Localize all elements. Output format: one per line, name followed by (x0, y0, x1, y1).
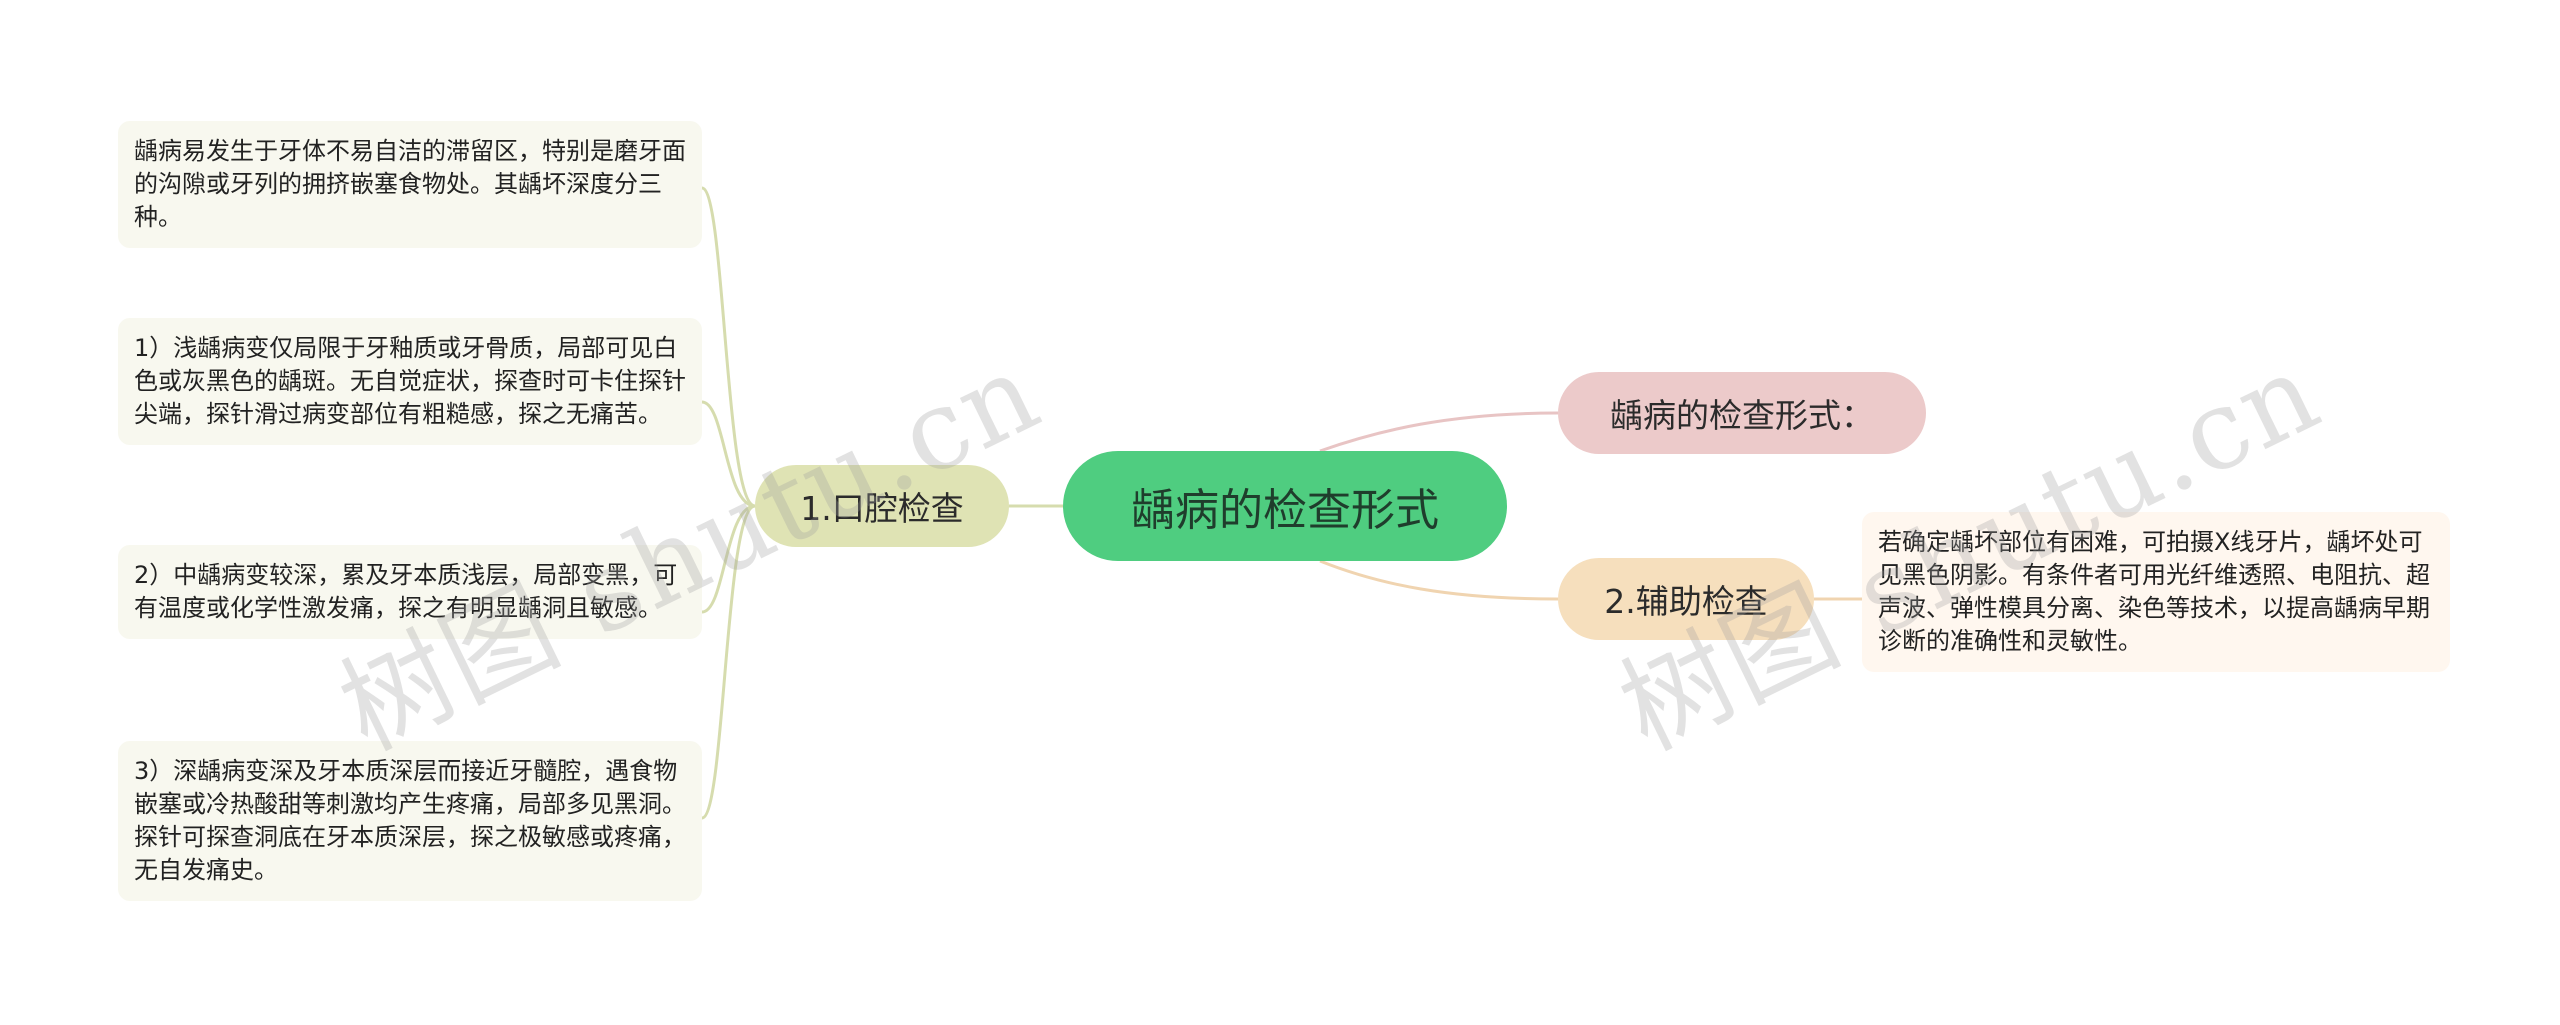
oral-note-3[interactable]: 2）中龋病变较深，累及牙本质浅层，局部变黑，可有温度或化学性激发痛，探之有明显龋… (118, 545, 702, 639)
connector-oral-note-2 (701, 400, 756, 508)
connector-oral-note-4 (701, 504, 756, 820)
oral-note-4-text: 3）深龋病变深及牙本质深层而接近牙髓腔，遇食物嵌塞或冷热酸甜等刺激均产生疼痛，局… (134, 757, 686, 884)
branch-oral-exam[interactable]: 1.口腔检查 (755, 465, 1009, 547)
oral-note-2[interactable]: 1）浅龋病变仅局限于牙釉质或牙骨质，局部可见白色或灰黑色的龋斑。无自觉症状，探查… (118, 318, 702, 445)
connector-root-forms (1319, 411, 1559, 453)
connector-root-auxiliary (1319, 559, 1559, 601)
oral-note-4[interactable]: 3）深龋病变深及牙本质深层而接近牙髓腔，遇食物嵌塞或冷热酸甜等刺激均产生疼痛，局… (118, 741, 702, 901)
oral-note-2-text: 1）浅龋病变仅局限于牙釉质或牙骨质，局部可见白色或灰黑色的龋斑。无自觉症状，探查… (134, 334, 686, 428)
branch-auxiliary-exam-label: 2.辅助检查 (1604, 582, 1768, 621)
connector-oral-note-1 (701, 186, 756, 508)
oral-note-3-text: 2）中龋病变较深，累及牙本质浅层，局部变黑，可有温度或化学性激发痛，探之有明显龋… (134, 561, 678, 622)
connector-oral-note-3 (701, 504, 756, 614)
branch-auxiliary-exam[interactable]: 2.辅助检查 (1558, 558, 1814, 640)
root-label: 龋病的检查形式 (1131, 485, 1439, 536)
oral-note-1[interactable]: 龋病易发生于牙体不易自洁的滞留区，特别是磨牙面的沟隙或牙列的拥挤嵌塞食物处。其龋… (118, 121, 702, 248)
root-node[interactable]: 龋病的检查形式 (1063, 451, 1507, 561)
branch-oral-exam-label: 1.口腔检查 (800, 489, 964, 528)
auxiliary-note[interactable]: 若确定龋坏部位有困难，可拍摄X线牙片，龋坏处可见黑色阴影。有条件者可用光纤维透照… (1862, 512, 2450, 672)
branch-exam-forms[interactable]: 龋病的检查形式： (1558, 372, 1926, 454)
oral-note-1-text: 龋病易发生于牙体不易自洁的滞留区，特别是磨牙面的沟隙或牙列的拥挤嵌塞食物处。其龋… (134, 137, 686, 231)
branch-exam-forms-label: 龋病的检查形式： (1610, 396, 1874, 435)
auxiliary-note-text: 若确定龋坏部位有困难，可拍摄X线牙片，龋坏处可见黑色阴影。有条件者可用光纤维透照… (1878, 528, 2430, 655)
